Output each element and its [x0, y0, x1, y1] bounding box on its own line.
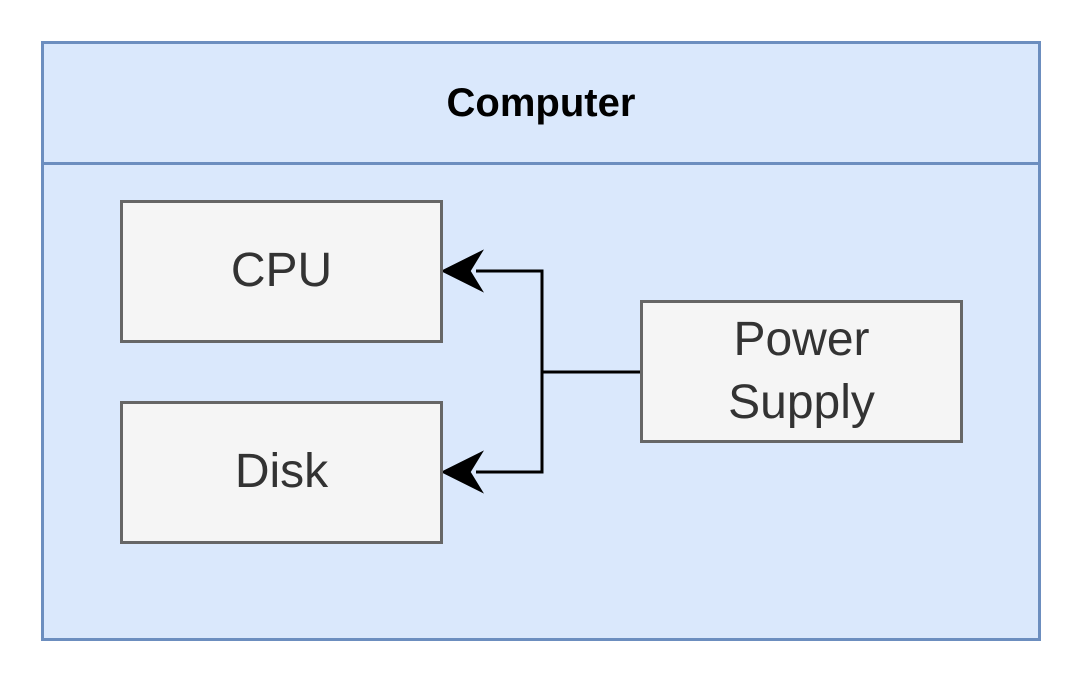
arrowhead-cpu: [440, 249, 485, 293]
power-supply-label: Power Supply: [728, 313, 875, 429]
disk-node: Disk: [120, 401, 443, 544]
cpu-label: CPU: [230, 244, 333, 298]
disk-label: Disk: [234, 445, 329, 499]
arrowhead-disk: [440, 450, 485, 494]
container-title: Computer: [446, 80, 636, 125]
cpu-node: CPU: [120, 200, 443, 343]
container-header: Computer: [44, 44, 1038, 165]
power-supply-node: Power Supply: [640, 300, 963, 443]
edge-psu-to-cpu: [440, 249, 640, 374]
edge-psu-to-disk: [440, 372, 544, 494]
